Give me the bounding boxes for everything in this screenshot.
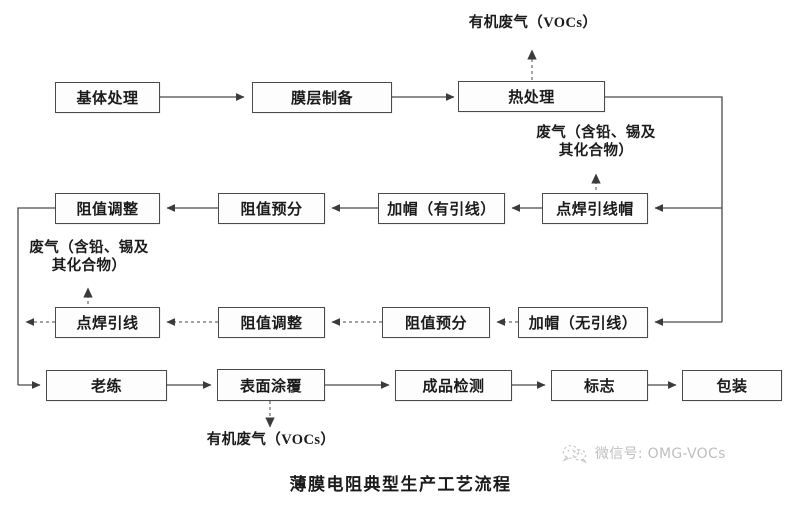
wechat-logo-icon: [562, 445, 588, 463]
node-resistance-adjust-mid[interactable]: 阻值调整: [218, 307, 325, 338]
node-packaging[interactable]: 包装: [682, 370, 782, 401]
node-resistance-adjust-top[interactable]: 阻值调整: [55, 193, 160, 224]
node-label: 包装: [716, 379, 748, 395]
node-label: 老练: [90, 379, 122, 395]
node-marking[interactable]: 标志: [551, 370, 648, 401]
node-resistance-pre-top[interactable]: 阻值预分: [218, 193, 325, 224]
node-resistance-pre-mid[interactable]: 阻值预分: [382, 307, 490, 338]
node-label: 点焊引线: [76, 316, 139, 332]
node-heat-treatment[interactable]: 热处理: [458, 81, 605, 112]
node-label: 点焊引线帽: [556, 202, 634, 218]
emission-label-fumes-weld: 废气（含铅、锡及 其化合物）: [29, 240, 149, 275]
node-cap-without-lead[interactable]: 加帽（无引线）: [518, 307, 648, 338]
diagram-caption: 薄膜电阻典型生产工艺流程: [289, 475, 512, 494]
node-spot-weld-lead-cap[interactable]: 点焊引线帽: [542, 193, 648, 224]
node-label: 加帽（有引线）: [387, 202, 496, 218]
emission-label-fumes-heat: 废气（含铅、锡及 其化合物）: [536, 125, 656, 160]
node-label: 阻值预分: [240, 202, 303, 218]
conn-adjust-to-left-bus: [17, 207, 55, 385]
node-surface-coating[interactable]: 表面涂覆: [217, 369, 325, 401]
node-film-preparation[interactable]: 膜层制备: [252, 82, 392, 113]
node-label: 成品检测: [422, 379, 485, 395]
node-spot-weld-lead[interactable]: 点焊引线: [55, 307, 160, 338]
node-label: 阻值调整: [240, 316, 303, 332]
node-label: 热处理: [508, 90, 555, 106]
node-product-inspection[interactable]: 成品检测: [395, 370, 512, 401]
emission-label-vocs-top: 有机废气（VOCs）: [468, 15, 598, 31]
node-cap-with-lead[interactable]: 加帽（有引线）: [378, 193, 505, 224]
emission-label-vocs-bottom: 有机废气（VOCs）: [206, 432, 336, 448]
node-label: 阻值调整: [76, 202, 139, 218]
node-label: 表面涂覆: [239, 378, 302, 395]
watermark-text: 微信号: OMG-VOCs: [595, 446, 726, 462]
node-label: 加帽（无引线）: [528, 316, 638, 332]
node-label: 基体处理: [76, 91, 139, 107]
watermark: 微信号: OMG-VOCs: [562, 443, 726, 463]
node-label: 标志: [583, 379, 615, 395]
node-label: 阻值预分: [404, 316, 467, 332]
node-aging[interactable]: 老练: [46, 370, 167, 401]
node-label: 膜层制备: [290, 91, 353, 107]
node-substrate-treatment[interactable]: 基体处理: [55, 82, 160, 113]
